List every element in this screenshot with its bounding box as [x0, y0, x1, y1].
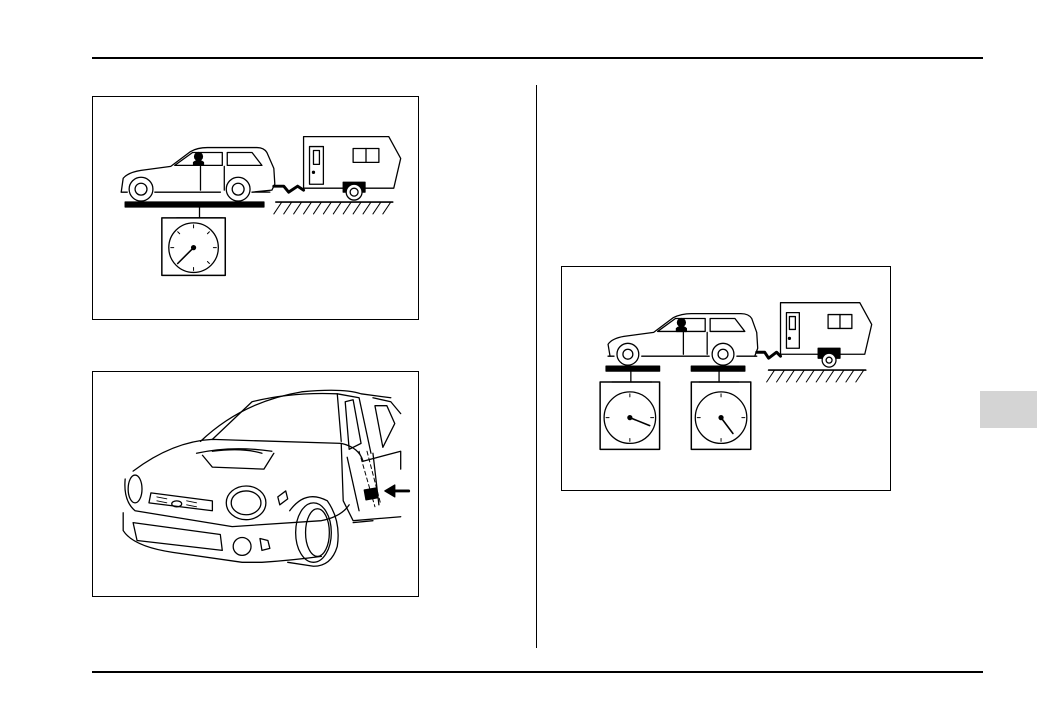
- car-trailer-two-scales-illustration: [562, 267, 890, 490]
- figure-compact-car-front: [92, 371, 419, 597]
- figure-car-trailer-single-scale: [92, 96, 419, 320]
- compact-car-front-illustration: [93, 372, 418, 596]
- figure-car-trailer-two-scales: [561, 266, 891, 491]
- column-divider: [536, 85, 537, 648]
- header-rule: [92, 57, 983, 59]
- footer-rule: [92, 671, 983, 673]
- car-trailer-single-scale-illustration: [93, 97, 418, 319]
- section-thumb-tab: [980, 391, 1037, 428]
